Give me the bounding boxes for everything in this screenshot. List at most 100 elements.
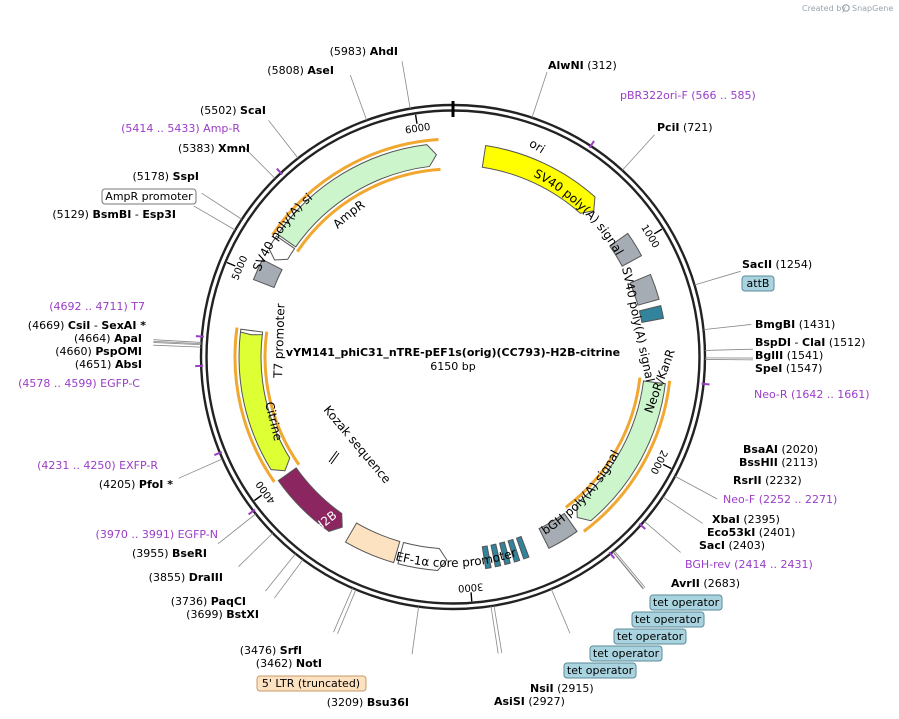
ampr-highlight-inner xyxy=(296,167,441,253)
primer-mark-amp-r xyxy=(276,167,283,176)
enzyme-site-pfoi: (4205) PfoI * xyxy=(99,478,173,491)
tick-label-1000: 1000 xyxy=(638,223,661,250)
enzyme-leader-nsii xyxy=(493,605,503,654)
enzyme-leader-lines xyxy=(153,61,753,655)
enzyme-site-saci: SacI (2403) xyxy=(699,539,765,552)
enzyme-leader-srfi xyxy=(333,587,353,633)
outer-labels: (5983) AhdI (5808) AseI (5502) ScaI (538… xyxy=(18,45,870,709)
svg-text:AmpR promoter: AmpR promoter xyxy=(105,190,193,203)
primer-mark-egfp-n xyxy=(248,508,256,516)
kozak-mark-2 xyxy=(330,452,340,465)
tet-op-box-4-feature xyxy=(490,543,502,568)
enzyme-leader-eco53ki xyxy=(612,551,644,589)
enzyme-site-bsshii: BssHII (2113) xyxy=(739,456,818,469)
neor-kanr-feature xyxy=(576,380,666,522)
neor-kanr-highlight-inner xyxy=(564,377,642,509)
enzyme-leader-sspi xyxy=(201,192,243,220)
primer-neo-r: Neo-R (1642 .. 1661) xyxy=(754,388,870,401)
ampr-promoter-box: AmpR promoter xyxy=(101,188,197,205)
enzyme-site-pcii: PciI (721) xyxy=(657,121,713,134)
enzyme-site-apai: (4664) ApaI xyxy=(74,332,142,345)
tick-label-5000: 5000 xyxy=(230,254,250,282)
tet-operator-box-5: tet operator xyxy=(563,662,637,679)
enzyme-leader-bsshii xyxy=(662,496,703,524)
ef1a-core-promoter-feature xyxy=(397,541,448,571)
svg-text:tet operator: tet operator xyxy=(567,664,634,677)
enzyme-site-ahdi: (5983) AhdI xyxy=(330,45,398,58)
enzyme-site-alwni: AlwNI (312) xyxy=(548,59,617,72)
enzyme-leader-draiii xyxy=(238,532,274,567)
enzyme-site-rsrii: RsrII (2232) xyxy=(733,474,802,487)
enzyme-leader-pcii xyxy=(621,134,655,171)
sv40-polya-2-feature xyxy=(629,273,660,306)
ampr-promoter-feature xyxy=(268,235,296,261)
svg-text:attB: attB xyxy=(747,277,770,290)
enzyme-site-asei: (5808) AseI xyxy=(267,64,334,77)
enzyme-site-avrii: AvrII (2683) xyxy=(671,577,740,590)
bgh-polya-feature xyxy=(538,512,578,549)
plasmid-title: vYM141_phiC31_nTRE-pEF1s(orig)(CC793)-H2… xyxy=(286,346,620,359)
tet-op-box-2-feature xyxy=(507,538,521,563)
tick-1000 xyxy=(653,228,663,235)
enzyme-site-paqci: (3736) PaqCI xyxy=(171,595,246,608)
enzyme-leader-csii xyxy=(153,339,202,343)
t7-promoter-feature xyxy=(239,328,264,336)
primer-mark-pbr322ori-f xyxy=(588,140,595,149)
neor-kanr-highlight xyxy=(582,380,672,533)
enzyme-site-sacii: SacII (1254) xyxy=(742,258,812,271)
enzyme-site-pspomi: (4660) PspOMI xyxy=(55,345,142,358)
feature-group xyxy=(233,137,672,571)
tet-operator-box-3: tet operator xyxy=(613,628,687,645)
citrine-highlight xyxy=(233,327,276,483)
enzyme-leader-bmgbi xyxy=(703,324,752,331)
svg-text:tet operator: tet operator xyxy=(617,630,684,643)
kozak-sequence-label: Kozak sequence xyxy=(321,403,394,486)
enzyme-leader-bsu36i xyxy=(411,606,420,655)
tick-2000 xyxy=(662,463,672,470)
enzyme-site-asisi: AsiSI (2927) xyxy=(494,695,565,708)
tet-operator-box-4: tet operator xyxy=(589,645,663,662)
tet-op-box-1-feature xyxy=(515,535,530,560)
enzyme-leader-pfoi xyxy=(178,458,223,479)
enzyme-leader-noti xyxy=(337,589,357,635)
svg-text:tet operator: tet operator xyxy=(653,596,720,609)
ori-label: ori xyxy=(527,136,548,156)
credit-text: Created by xyxy=(802,4,846,13)
enzyme-leader-bsmbi xyxy=(193,205,236,231)
enzyme-site-srfi: (3476) SrfI xyxy=(240,644,302,657)
sv40-polya-label-1: SV40 poly(A) signal xyxy=(532,166,627,257)
boxed-labels: AmpR promoter attB tet operator tet oper… xyxy=(101,188,775,692)
enzyme-leader-scai xyxy=(268,120,299,159)
sv40-polya-1-feature xyxy=(609,232,643,267)
enzyme-site-eco53ki: Eco53kI (2401) xyxy=(707,526,795,539)
enzyme-leader-asisi xyxy=(490,606,499,654)
enzyme-site-csii: (4669) CsiI - SexAI * xyxy=(28,319,146,332)
enzyme-site-xbai: XbaI (2395) xyxy=(712,513,780,526)
enzyme-leader-avrii xyxy=(550,588,571,634)
tet-operator-box-2: tet operator xyxy=(631,611,705,628)
enzyme-site-bmgbi: BmgBI (1431) xyxy=(755,318,835,331)
tick-3000 xyxy=(470,592,473,602)
primer-mark-exfp-r xyxy=(213,451,223,456)
svg-text:tet operator: tet operator xyxy=(593,647,660,660)
kozak-mark-1 xyxy=(328,450,338,463)
primer-exfp-r: (4231 .. 4250) EXFP-R xyxy=(37,459,158,472)
attb-box-label: attB xyxy=(741,275,775,292)
t7-promoter-label: T7 promoter xyxy=(271,303,288,379)
primer-pbr322ori-f: pBR322ori-F (566 .. 585) xyxy=(620,89,756,102)
enzyme-leader-ahdi xyxy=(401,61,411,109)
tet-op-box-5-feature xyxy=(481,545,492,570)
tick-6000 xyxy=(414,114,418,124)
primer-amp-r: (5414 .. 5433) Amp-R xyxy=(121,122,240,135)
primer-mark-bgh-rev xyxy=(608,551,616,559)
primer-egfp-c: (4578 .. 4599) EGFP-C xyxy=(18,377,140,390)
enzyme-site-bspdi: BspDI - ClaI (1512) xyxy=(755,336,865,349)
ori-feature xyxy=(481,144,596,214)
enzyme-site-sspi: (5178) SspI xyxy=(132,170,199,183)
enzyme-leader-saci xyxy=(612,551,644,590)
snapgene-logo: SnapGene xyxy=(842,4,893,13)
enzyme-site-scai: (5502) ScaI xyxy=(200,104,266,117)
enzyme-site-bsmbi: (5129) BsmBI - Esp3I xyxy=(52,208,176,221)
enzyme-leader-xmni xyxy=(240,144,276,179)
